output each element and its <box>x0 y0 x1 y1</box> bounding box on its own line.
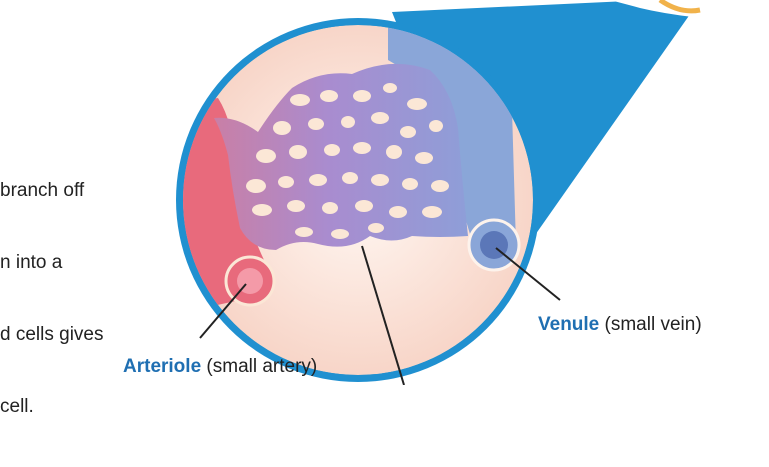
venule-description: (small vein) <box>605 314 702 335</box>
description-line: n into a <box>0 251 200 275</box>
venule-term: Venule <box>538 314 599 335</box>
arteriole-description: (small artery) <box>206 356 317 377</box>
description-text: branch off n into a d cells gives cell. <box>0 131 200 467</box>
description-line: d cells gives <box>0 323 200 347</box>
capillary-diagram: branch off n into a d cells gives cell. … <box>0 0 769 385</box>
arteriole-label: Arteriole (small artery) <box>123 356 317 378</box>
venule-label: Venule (small vein) <box>538 314 702 336</box>
description-line: cell. <box>0 395 200 419</box>
description-line: branch off <box>0 179 200 203</box>
arteriole-term: Arteriole <box>123 356 201 377</box>
